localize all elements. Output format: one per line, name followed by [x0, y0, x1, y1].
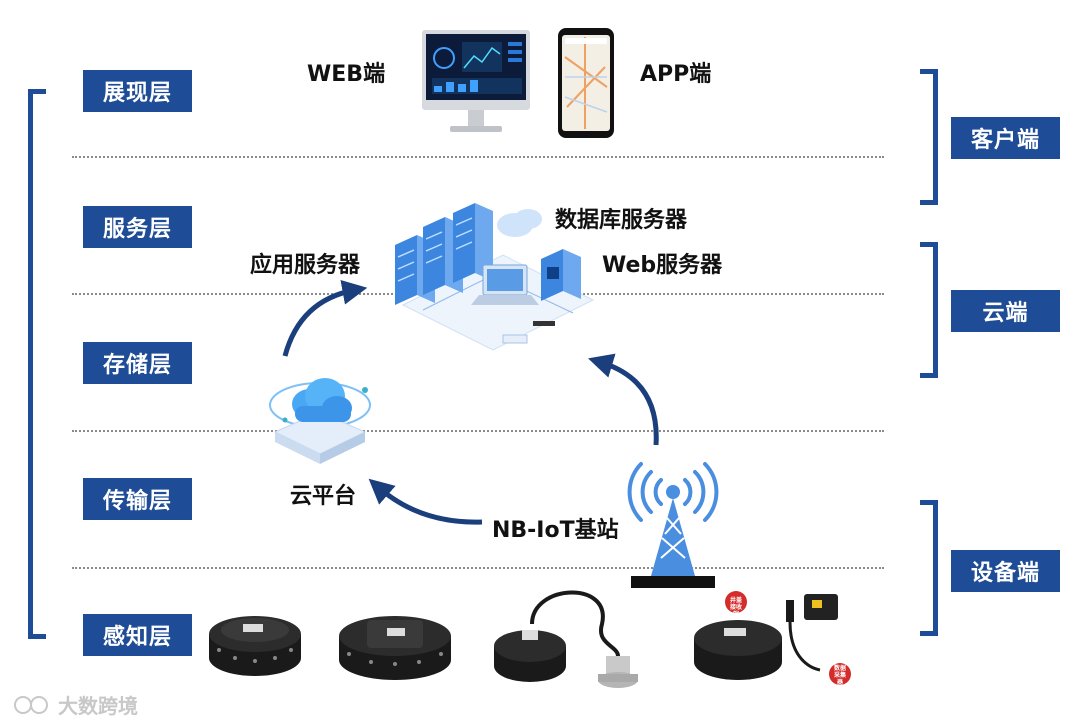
app-label: APP端 — [640, 62, 712, 87]
sensor-device-1 — [209, 616, 301, 676]
divider — [72, 430, 884, 432]
layer-storage: 存储层 — [83, 342, 192, 384]
device-tag-receiver: 井盖接收端 — [729, 597, 742, 618]
server-cluster-icon — [395, 203, 595, 351]
base-station-label: NB-IoT基站 — [492, 518, 619, 543]
layer-presentation: 展现层 — [83, 70, 192, 112]
app-server-label: 应用服务器 — [250, 253, 361, 278]
web-server-label: Web服务器 — [602, 253, 723, 278]
cloud-platform-label: 云平台 — [290, 484, 357, 509]
arrow-cloud-to-app-server — [282, 279, 368, 357]
watermark-text: 大数跨境 — [58, 694, 138, 718]
monitor-icon — [422, 30, 530, 132]
client-bracket — [920, 69, 938, 205]
db-server-label: 数据库服务器 — [555, 208, 688, 233]
side-cloud: 云端 — [951, 290, 1060, 332]
side-device: 设备端 — [951, 550, 1060, 592]
base-station-icon — [627, 462, 719, 588]
sensor-device-3 — [494, 590, 638, 688]
layer-service: 服务层 — [83, 206, 192, 248]
side-client: 客户端 — [951, 117, 1060, 159]
divider — [72, 567, 884, 569]
watermark-logo-icon — [14, 695, 48, 714]
layer-transport: 传输层 — [83, 478, 192, 520]
sensor-device-4 — [694, 591, 851, 685]
arrow-station-to-web-server — [588, 353, 659, 446]
arrow-station-to-cloud — [368, 478, 483, 525]
web-label: WEB端 — [307, 62, 386, 87]
cloud-platform-icon — [269, 378, 371, 464]
sensor-device-2 — [339, 616, 451, 680]
device-bracket — [920, 500, 938, 636]
divider — [72, 156, 884, 158]
phone-icon — [558, 28, 614, 138]
watermark: 大数跨境 — [12, 690, 138, 719]
layer-perception: 感知层 — [83, 614, 192, 656]
device-tag-collector: 数据采集器 — [833, 665, 846, 686]
left-bracket — [28, 89, 46, 639]
cloud-bracket — [920, 242, 938, 378]
